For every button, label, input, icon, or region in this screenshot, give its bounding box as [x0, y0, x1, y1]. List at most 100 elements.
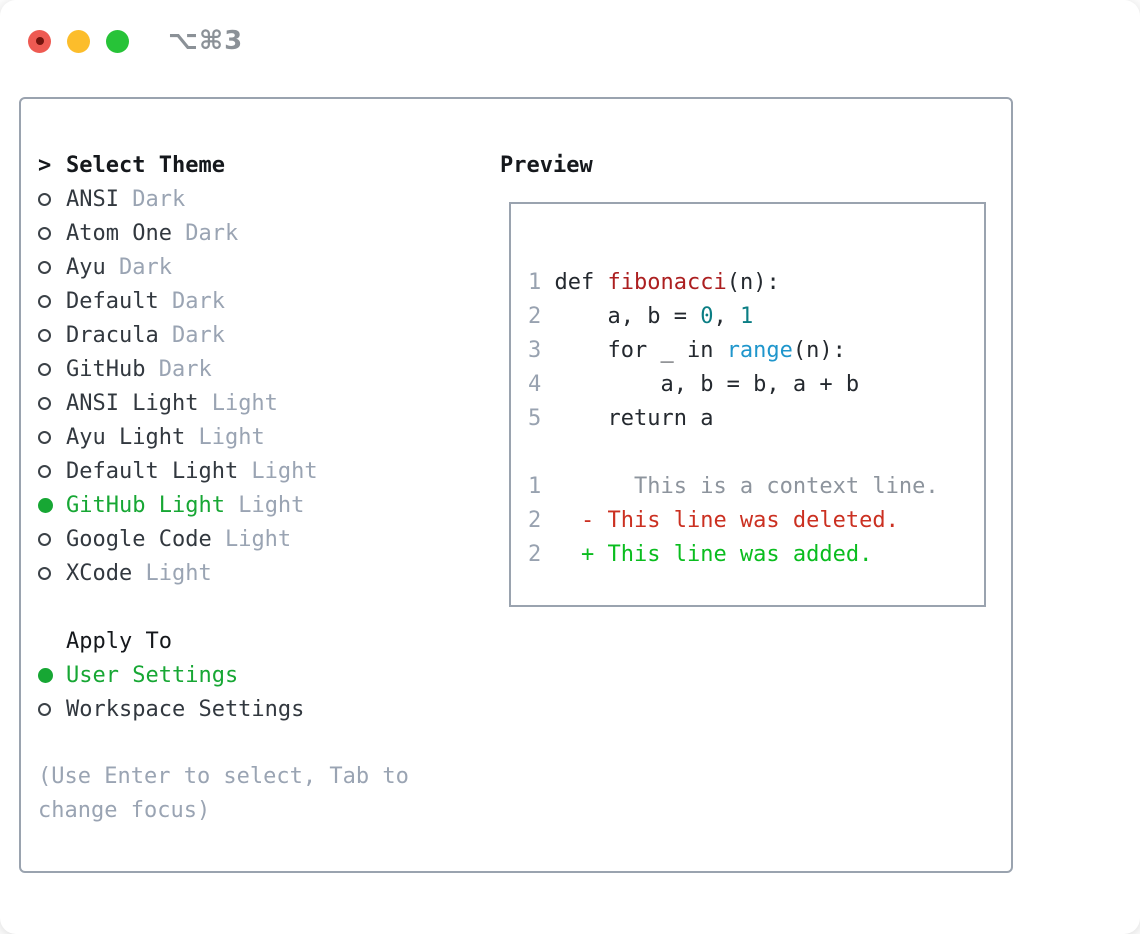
theme-option-github[interactable]: GitHub Dark	[38, 352, 488, 386]
theme-option-atom-one[interactable]: Atom One Dark	[38, 216, 488, 250]
radio-unselected-icon	[38, 532, 51, 546]
theme-list-header: >Select Theme	[38, 148, 488, 182]
theme-name: GitHub	[66, 356, 146, 382]
theme-option-ansi-light[interactable]: ANSI Light Light	[38, 386, 488, 420]
line-number: 2	[528, 304, 555, 329]
code-line: 4 a, b = b, a + b	[528, 368, 984, 402]
radio-unselected-icon	[38, 396, 51, 410]
code-token-add: + This line was added.	[554, 542, 873, 567]
radio-marker	[38, 566, 66, 580]
radio-marker	[38, 532, 66, 546]
radio-unselected-icon	[38, 328, 51, 342]
theme-option-ayu-light[interactable]: Ayu Light Light	[38, 420, 488, 454]
radio-selected-icon	[38, 667, 53, 683]
theme-variant: Dark	[158, 288, 225, 314]
code-line: 2 a, b = 0, 1	[528, 300, 984, 334]
radio-marker	[38, 192, 66, 206]
theme-name: ANSI	[66, 186, 119, 212]
theme-variant: Light	[185, 424, 265, 450]
theme-name: Ayu Light	[66, 424, 186, 450]
radio-unselected-icon	[38, 464, 51, 478]
theme-option-google-code[interactable]: Google Code Light	[38, 522, 488, 556]
apply-to-title: Apply To	[66, 628, 172, 654]
radio-marker	[38, 464, 66, 478]
close-dot-icon	[35, 37, 44, 45]
line-number: 1	[528, 474, 555, 499]
code-token-del: - This line was deleted.	[554, 508, 899, 533]
apply-option-workspace-settings[interactable]: Workspace Settings	[38, 692, 488, 726]
radio-marker	[38, 667, 66, 683]
code-line	[528, 436, 984, 470]
theme-name: XCode	[66, 560, 133, 586]
code-token-plain: ,	[713, 304, 740, 329]
code-line: 1 This is a context line.	[528, 470, 984, 504]
code-token-ctx: This is a context line.	[554, 474, 939, 499]
minimize-button[interactable]	[67, 29, 90, 53]
radio-marker	[38, 497, 66, 513]
preview-title: Preview	[500, 152, 593, 178]
theme-option-default-light[interactable]: Default Light Light	[38, 454, 488, 488]
window-title: ⌥⌘3	[168, 26, 244, 56]
radio-marker	[38, 430, 66, 444]
radio-selected-icon	[38, 497, 53, 513]
theme-name: ANSI Light	[66, 390, 199, 416]
theme-variant: Light	[211, 526, 292, 552]
theme-variant: Light	[198, 390, 278, 416]
line-number: 1	[528, 270, 555, 295]
line-number: 3	[528, 338, 555, 363]
radio-unselected-icon	[38, 566, 51, 580]
theme-name: Default	[66, 288, 159, 314]
close-button[interactable]	[28, 29, 51, 53]
radio-marker	[38, 328, 66, 342]
radio-marker	[38, 226, 66, 240]
code-token-plain: (n):	[726, 270, 780, 295]
theme-list-title: Select Theme	[66, 152, 225, 178]
code-line: 2 - This line was deleted.	[528, 504, 984, 538]
apply-option-user-settings[interactable]: User Settings	[38, 658, 488, 692]
keyboard-hint: change focus)	[38, 798, 211, 823]
code-token-num: 0	[700, 304, 714, 329]
theme-option-github-light[interactable]: GitHub Light Light	[38, 488, 488, 522]
code-token-num: 1	[739, 304, 754, 329]
theme-option-xcode[interactable]: XCode Light	[38, 556, 488, 590]
titlebar: ⌥⌘3	[28, 26, 243, 56]
theme-option-default[interactable]: Default Dark	[38, 284, 488, 318]
code-line: 5 return a	[528, 402, 984, 436]
radio-marker	[38, 396, 66, 410]
theme-variant: Dark	[158, 322, 225, 348]
spacer	[38, 726, 488, 760]
theme-name: GitHub Light	[66, 492, 225, 518]
theme-option-ayu[interactable]: Ayu Dark	[38, 250, 488, 284]
theme-option-ansi[interactable]: ANSI Dark	[38, 182, 488, 216]
theme-name: Google Code	[66, 526, 212, 552]
theme-name: Dracula	[66, 322, 159, 348]
theme-name: Ayu	[66, 254, 106, 280]
radio-unselected-icon	[38, 702, 51, 716]
theme-name: Atom One	[66, 220, 172, 246]
radio-marker	[38, 362, 66, 376]
header-marker: >	[38, 153, 66, 178]
code-line: 2 + This line was added.	[528, 538, 984, 572]
code-token-plain: a, b =	[554, 304, 701, 329]
spacer	[38, 590, 488, 624]
line-number: 4	[528, 372, 555, 397]
theme-name: Default Light	[66, 458, 239, 484]
radio-unselected-icon	[38, 192, 51, 206]
theme-option-dracula[interactable]: Dracula Dark	[38, 318, 488, 352]
radio-unselected-icon	[38, 294, 51, 308]
code-token-func: fibonacci	[607, 270, 727, 295]
theme-variant: Dark	[118, 186, 186, 212]
zoom-button[interactable]	[106, 29, 129, 53]
line-number: 2	[528, 508, 555, 533]
theme-variant: Light	[224, 492, 305, 518]
radio-marker	[38, 260, 66, 274]
theme-variant: Light	[132, 560, 212, 586]
theme-variant: Dark	[105, 254, 172, 280]
theme-variant: Light	[238, 458, 318, 484]
radio-marker	[38, 294, 66, 308]
